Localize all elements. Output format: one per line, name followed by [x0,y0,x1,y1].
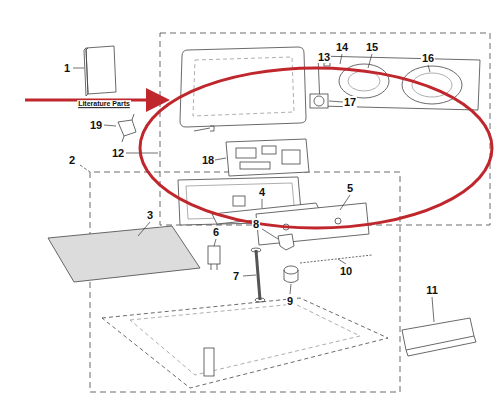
frame [102,298,388,388]
callout-number: 1 [63,62,71,74]
callout-number: 3 [146,209,154,221]
control-board [226,139,309,176]
bracket [118,114,136,142]
mount-bracket [204,348,214,376]
element-panel [318,56,480,110]
callout-number: 10 [339,265,353,277]
leader-lines [73,54,434,322]
handle-bar [402,318,474,350]
callout-number: 17 [343,96,357,108]
callout-number: 12 [111,147,125,159]
rod [300,255,372,263]
callout-number: 14 [335,41,349,53]
part-caption: Literature Parts [77,100,131,108]
glass-plate [48,226,200,282]
switch [208,246,220,264]
callout-number: 2 [68,154,76,166]
callout-number: 13 [317,51,331,63]
callout-number: 6 [212,226,220,238]
callout-number: 7 [232,270,240,282]
highlight-ellipse [140,68,492,228]
knob [284,266,298,274]
hinge [278,234,294,250]
group-outline [160,33,490,225]
control-panel [256,203,369,245]
fan-part [310,94,328,108]
callout-number: 11 [425,284,439,296]
callout-number: 19 [89,119,103,131]
callout-number: 5 [346,182,354,194]
book-icon [86,46,116,94]
screw [194,126,214,131]
callout-number: 9 [286,295,294,307]
callout-number: 4 [258,186,266,198]
group-outline [90,172,400,392]
callout-number: 16 [421,52,435,64]
spring-rod [256,250,260,300]
callout-number: 15 [365,41,379,53]
callout-number: 8 [252,218,260,230]
callout-number: 18 [201,154,215,166]
